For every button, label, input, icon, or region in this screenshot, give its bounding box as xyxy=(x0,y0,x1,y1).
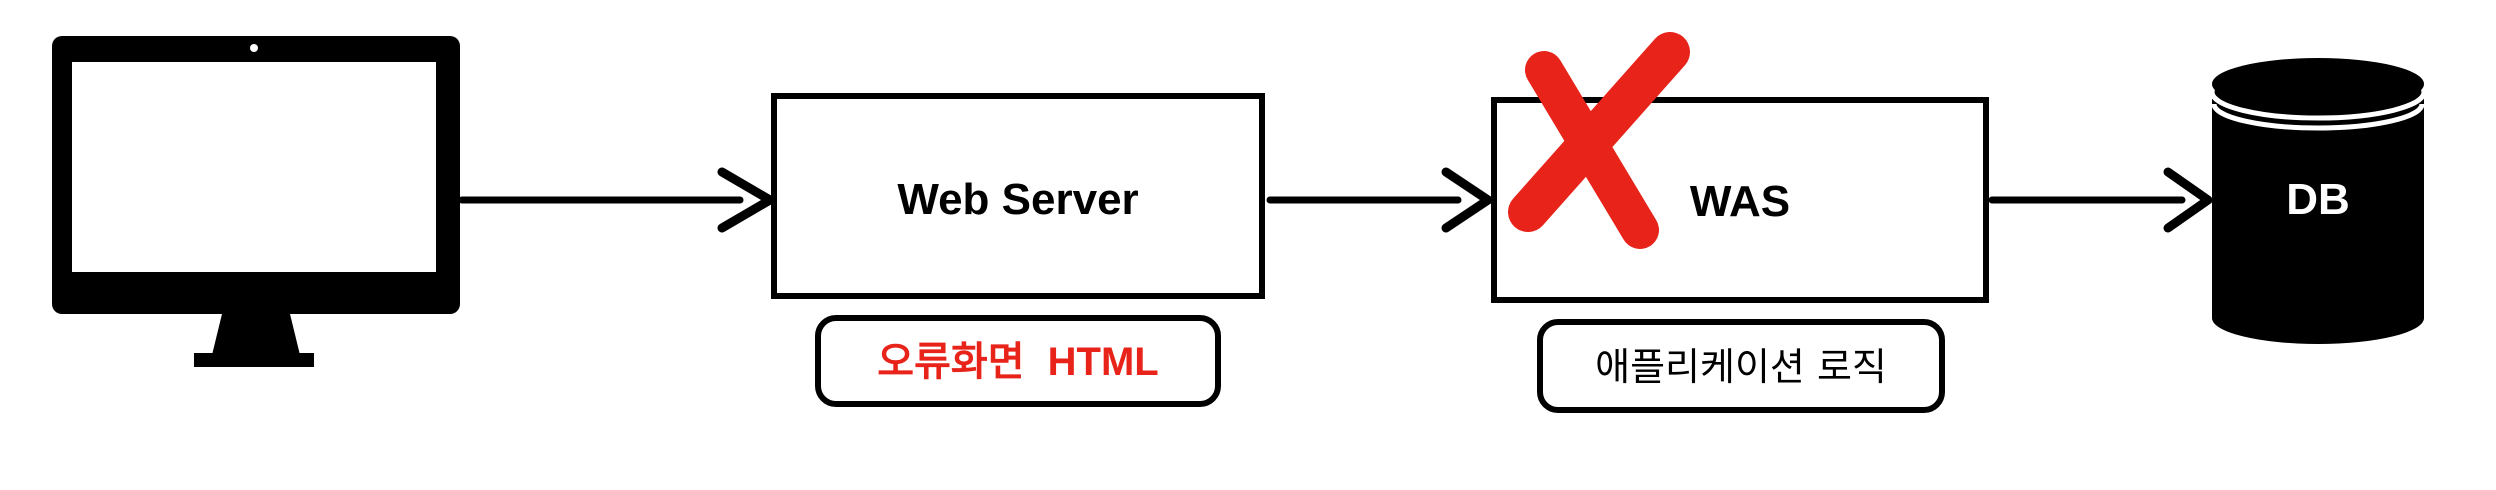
database-icon: DB xyxy=(2209,58,2427,344)
arrow-client-to-webserver xyxy=(458,167,775,233)
web-server-box: Web Server xyxy=(771,93,1265,299)
web-server-label: Web Server xyxy=(897,175,1138,224)
error-page-label-kr: 오류화면 xyxy=(877,339,1024,385)
was-label: WAS xyxy=(1690,177,1790,226)
arrow-webserver-to-was xyxy=(1266,167,1493,233)
red-cross-icon xyxy=(1508,32,1690,249)
error-page-note: 오류화면 HTML xyxy=(815,315,1221,407)
client-monitor-icon xyxy=(52,36,460,367)
arrow-was-to-db xyxy=(1988,167,2213,233)
db-label: DB xyxy=(2286,175,2350,224)
app-logic-note: 애플리케이션 로직 xyxy=(1537,319,1945,413)
app-logic-label: 애플리케이션 로직 xyxy=(1595,345,1887,389)
error-page-label: 오류화면 HTML xyxy=(877,339,1158,385)
error-page-label-en: HTML xyxy=(1048,340,1159,384)
